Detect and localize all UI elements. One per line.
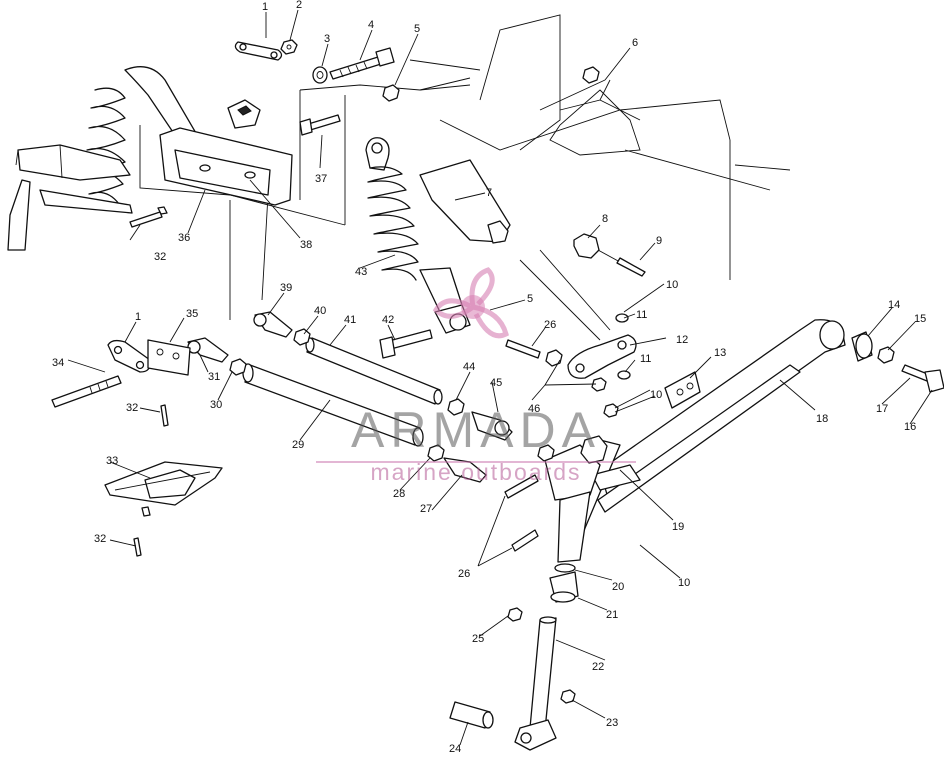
callout-22: 22	[592, 661, 604, 673]
callout-15: 15	[914, 313, 926, 325]
callout-5: 5	[527, 293, 533, 305]
link-plate-top	[234, 39, 298, 61]
callout-32: 32	[126, 402, 138, 414]
callout-11: 11	[640, 353, 651, 365]
callout-21: 21	[606, 609, 618, 621]
steering-arm-plate	[51, 339, 191, 408]
center-shock-spring	[367, 166, 419, 281]
rod-ends	[187, 311, 513, 483]
callout-16: 16	[904, 421, 916, 433]
callout-36: 36	[178, 232, 190, 244]
callout-27: 27	[420, 503, 432, 515]
callout-11: 11	[636, 309, 647, 321]
callout-8: 8	[602, 213, 608, 225]
callout-32: 32	[94, 533, 106, 545]
pin-24	[449, 701, 494, 729]
callout-45: 45	[490, 377, 502, 389]
callout-40: 40	[314, 305, 326, 317]
callout-4: 4	[368, 19, 374, 31]
callout-34: 34	[52, 357, 64, 369]
callout-23: 23	[606, 717, 618, 729]
callout-1: 1	[262, 1, 268, 13]
callout-18: 18	[816, 413, 828, 425]
callout-13: 13	[714, 347, 726, 359]
small-fasteners	[129, 206, 169, 557]
callout-labels: 1 2 3 4 5 6 7 8 9 10 11 12 11 13 10 14 1…	[52, 0, 926, 755]
callout-39: 39	[280, 282, 292, 294]
callout-29: 29	[292, 439, 304, 451]
leader-lines	[67, 9, 933, 746]
mounting-bracket	[159, 99, 293, 206]
callout-20: 20	[612, 581, 624, 593]
left-shock-spring	[86, 87, 126, 205]
callout-35: 35	[186, 308, 198, 320]
callout-7: 7	[486, 187, 492, 199]
callout-2: 2	[296, 0, 302, 11]
callout-30: 30	[210, 399, 222, 411]
knuckle-fasteners	[504, 339, 576, 704]
bolt-assembly-top	[312, 47, 600, 102]
callout-19: 19	[672, 521, 684, 533]
bolt-42	[379, 329, 433, 359]
callout-32: 32	[154, 251, 166, 263]
bushing-hardware-right	[851, 331, 944, 393]
tie-rod-sleeves	[242, 337, 443, 447]
spindle-assembly	[514, 435, 608, 751]
skid-plate	[104, 461, 223, 506]
callout-33: 33	[106, 455, 118, 467]
callout-6: 6	[632, 37, 638, 49]
callout-10: 10	[666, 279, 678, 291]
callout-17: 17	[876, 403, 888, 415]
callout-24: 24	[449, 743, 461, 755]
callout-26: 26	[544, 319, 556, 331]
callout-41: 41	[344, 314, 356, 326]
callout-10: 10	[650, 389, 662, 401]
frame-bracket-7	[419, 159, 646, 277]
bracket-plate-12	[567, 313, 701, 418]
callout-14: 14	[888, 299, 900, 311]
callout-12: 12	[676, 334, 688, 346]
callout-38: 38	[300, 239, 312, 251]
callout-37: 37	[315, 173, 327, 185]
callout-9: 9	[656, 235, 662, 247]
callout-3: 3	[324, 33, 330, 45]
callout-31: 31	[208, 371, 220, 383]
callout-1: 1	[135, 311, 141, 323]
callout-5: 5	[414, 23, 420, 35]
callout-42: 42	[382, 314, 394, 326]
callout-43: 43	[355, 266, 367, 278]
frame-outline	[139, 14, 791, 341]
callout-26: 26	[458, 568, 470, 580]
bolt-37	[299, 114, 341, 136]
callout-28: 28	[393, 488, 405, 500]
callout-46: 46	[528, 403, 540, 415]
callout-10: 10	[678, 577, 690, 589]
callout-25: 25	[472, 633, 484, 645]
callout-44: 44	[463, 361, 475, 373]
